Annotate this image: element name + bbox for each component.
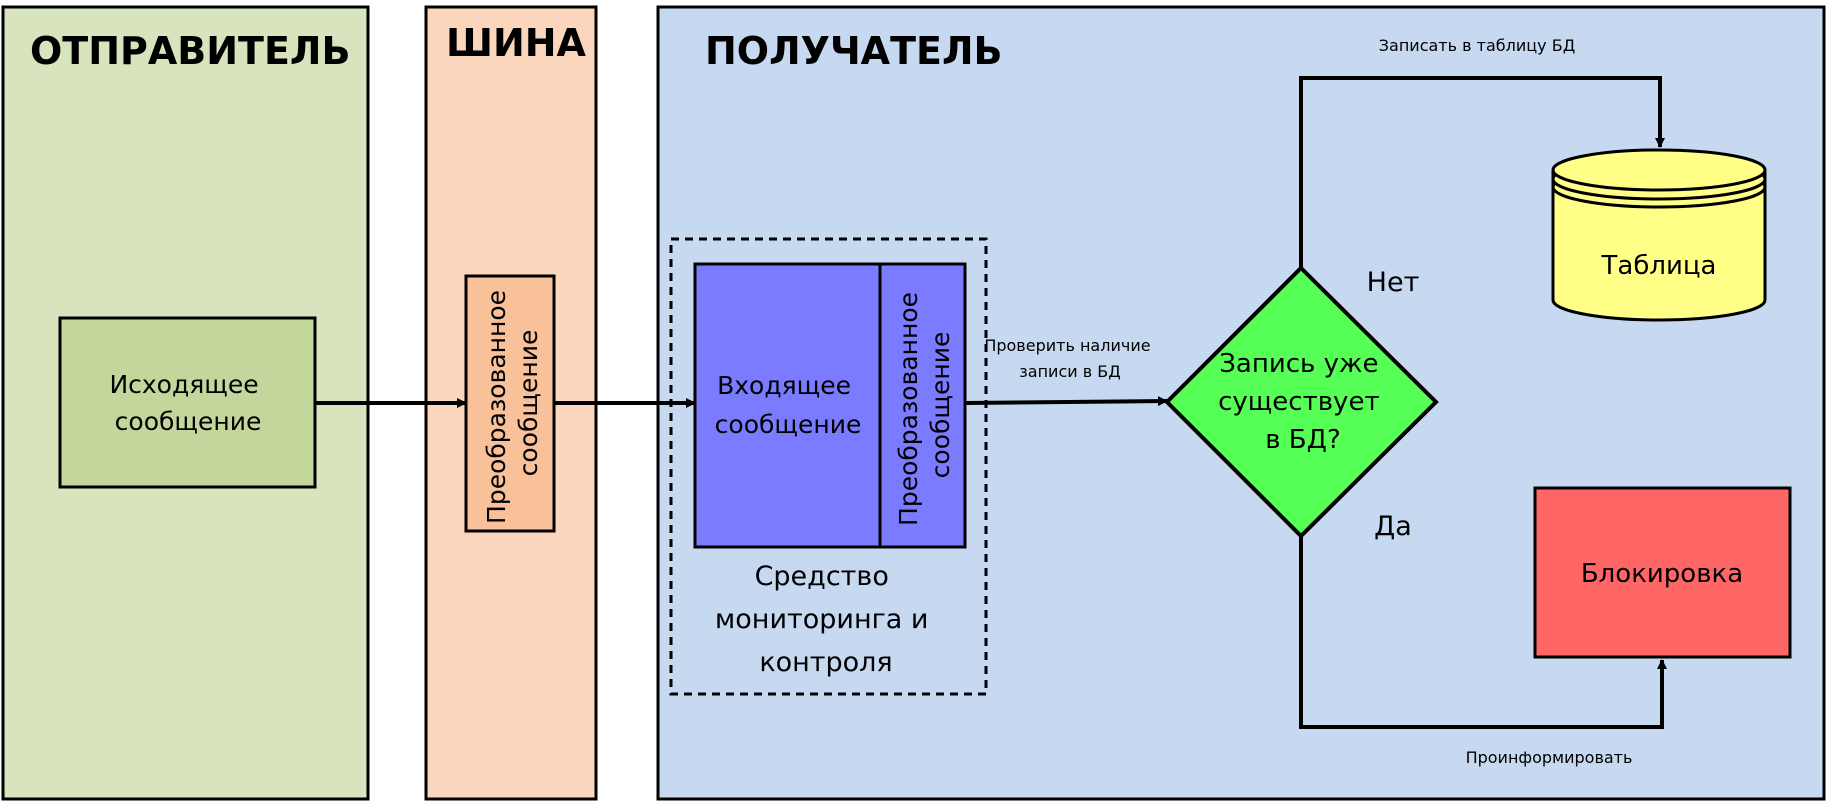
arrow-yes-branch [1299, 536, 1667, 729]
inform-label: Проинформировать [1466, 748, 1633, 767]
table-cylinder-top [1551, 148, 1767, 192]
write-db-label: Записать в таблицу БД [1379, 36, 1575, 55]
arrow-no-branch [1299, 76, 1665, 268]
arrow-check-db [964, 396, 1168, 407]
yes-label: Да [1374, 511, 1412, 542]
check-db-label: Проверить наличие записи в БД [984, 336, 1155, 381]
block-box [1533, 486, 1792, 659]
incoming-message-box [693, 262, 882, 549]
monitor-transformed-message-label: Преобразованное сообщение [894, 284, 955, 526]
receiver-lane-title: ПОЛУЧАТЕЛЬ [705, 29, 1003, 73]
block-label: Блокировка [1581, 559, 1743, 589]
table-label: Таблица [1601, 251, 1717, 281]
table-cylinder-body [1551, 171, 1767, 322]
sender-lane-title: ОТПРАВИТЕЛЬ [30, 29, 350, 73]
no-label: Нет [1367, 267, 1420, 298]
outgoing-message-label: Исходящее сообщение [109, 370, 266, 436]
monitoring-tool-label: Средство мониторинга и контроля [715, 561, 937, 678]
bus-transformed-message-label: Преобразованное сообщение [482, 282, 543, 524]
bus-transformed-message-box [464, 274, 556, 533]
monitoring-tool-group [669, 237, 988, 696]
decision-label: Запись уже существует в БД? [1218, 349, 1388, 455]
bus-lane-title: ШИНА [446, 21, 587, 65]
incoming-message-label: Входящее сообщение [715, 371, 862, 439]
outgoing-message-box [58, 316, 317, 489]
monitor-transformed-message-box [878, 262, 967, 549]
